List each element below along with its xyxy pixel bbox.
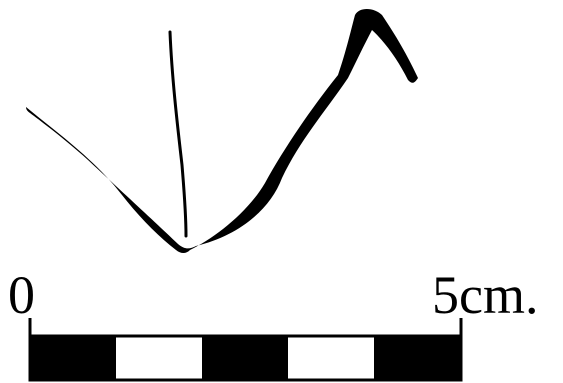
scale-segment-2 — [116, 336, 202, 380]
scale-segment-3 — [202, 336, 288, 380]
scale-bar-outline — [28, 334, 463, 382]
scale-start-label: 0 — [8, 265, 35, 325]
artifact-body — [26, 8, 418, 253]
scale-segment-1 — [30, 336, 116, 380]
artifact-stem — [168, 30, 188, 238]
scale-end-label: 5cm. — [432, 265, 538, 325]
artifact-drawing — [26, 8, 418, 253]
scale-segment-5 — [374, 336, 461, 380]
scale-segment-4 — [288, 336, 374, 380]
scale-bar: 0 5cm. — [8, 265, 538, 382]
